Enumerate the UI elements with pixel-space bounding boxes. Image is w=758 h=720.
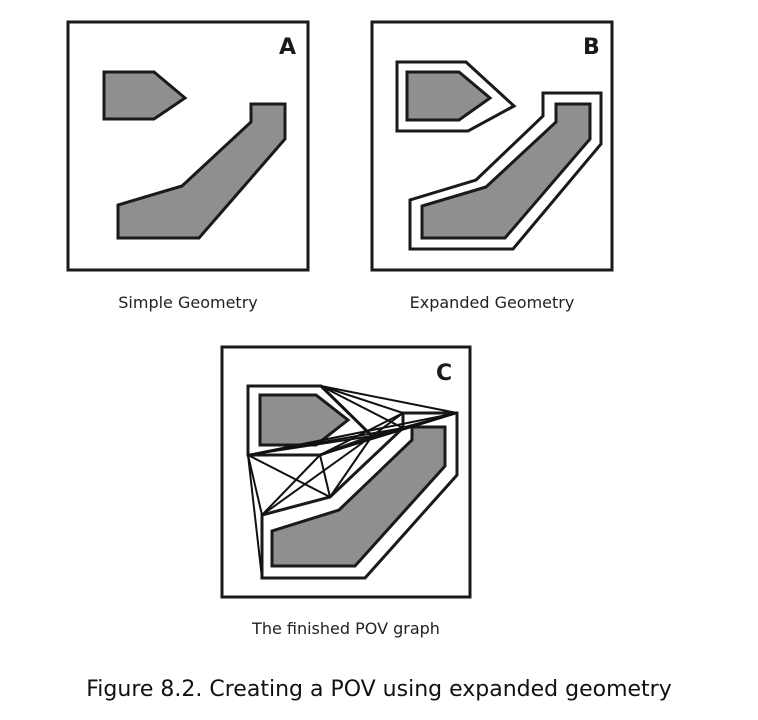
panel-b-bent-obstacle	[420, 102, 592, 240]
pov-edge	[247, 454, 331, 498]
pov-edge	[247, 454, 263, 579]
panel-c-letter: C	[436, 361, 452, 386]
pov-edge	[247, 412, 458, 456]
panel-a: A	[66, 20, 310, 272]
panel-b-caption: Expanded Geometry	[410, 293, 575, 312]
panel-b: B	[370, 20, 614, 272]
panel-c-pov-graph-edges	[247, 385, 458, 579]
panel-b-letter: B	[583, 35, 600, 60]
pov-edge	[320, 385, 458, 414]
pov-edge	[261, 435, 373, 516]
pov-edge	[247, 454, 263, 516]
pov-edge	[329, 435, 373, 498]
panel-a-bent-obstacle	[116, 102, 287, 240]
pov-edge	[319, 412, 404, 456]
pov-edge	[320, 385, 373, 437]
panel-b-pentagon-obstacle	[405, 70, 493, 122]
pov-edge	[320, 385, 404, 414]
panel-a-caption: Simple Geometry	[118, 293, 258, 312]
panel-c-pentagon-obstacle	[258, 393, 351, 447]
panel-c-caption: The finished POV graph	[251, 619, 440, 638]
panel-a-letter: A	[279, 35, 296, 60]
panel-c: C	[220, 345, 472, 599]
figure-caption: Figure 8.2. Creating a POV using expande…	[86, 677, 671, 702]
panel-a-pentagon-obstacle	[102, 70, 188, 121]
pov-edge	[371, 427, 404, 437]
pov-edge	[261, 454, 321, 516]
pov-edge	[319, 454, 331, 498]
pov-edge	[247, 435, 373, 456]
panel-c-bent-obstacle	[270, 425, 447, 568]
